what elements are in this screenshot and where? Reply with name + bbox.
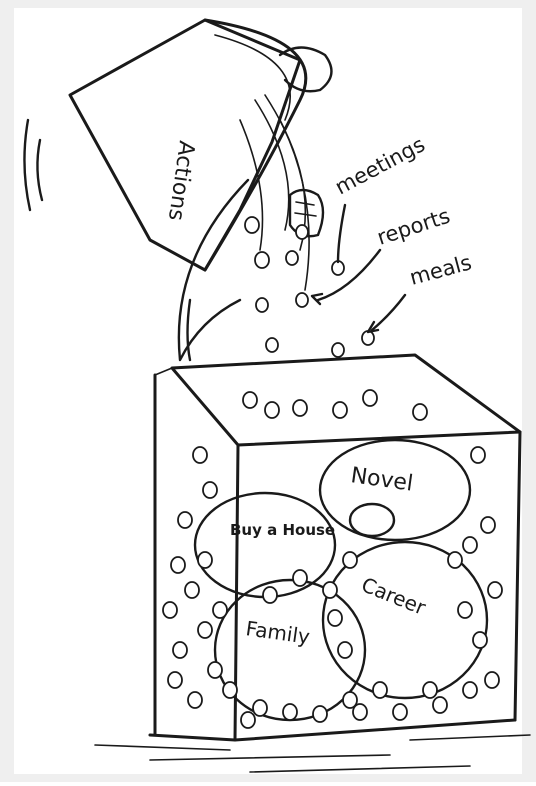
pebble <box>488 582 502 598</box>
pebble <box>448 552 462 568</box>
pebble <box>343 692 357 708</box>
pebble <box>178 512 192 528</box>
pebble <box>471 447 485 463</box>
pebble <box>263 587 277 603</box>
pebble <box>463 537 477 553</box>
pebble <box>243 392 257 408</box>
pebble <box>485 672 499 688</box>
pebble <box>171 557 185 573</box>
pebble <box>198 552 212 568</box>
pebble <box>283 704 297 720</box>
pebble <box>463 682 477 698</box>
pebble <box>223 682 237 698</box>
pebble <box>208 662 222 678</box>
pebble <box>328 610 342 626</box>
pebble <box>293 570 307 586</box>
pebble <box>393 704 407 720</box>
pebble <box>433 697 447 713</box>
pebble <box>241 712 255 728</box>
pebble <box>198 622 212 638</box>
pebble <box>333 402 347 418</box>
pebble <box>163 602 177 618</box>
pebble <box>473 632 487 648</box>
pebble <box>253 700 267 716</box>
pebble <box>413 404 427 420</box>
pebble <box>203 482 217 498</box>
rock-label-buy-house: Buy a House <box>230 521 335 539</box>
pebble <box>338 642 352 658</box>
pebble <box>373 682 387 698</box>
pebble <box>265 402 279 418</box>
pebble <box>173 642 187 658</box>
pebble <box>185 582 199 598</box>
pebble <box>293 400 307 416</box>
pebble <box>423 682 437 698</box>
pebble <box>168 672 182 688</box>
pebble <box>193 447 207 463</box>
pebble <box>481 517 495 533</box>
pebble <box>188 692 202 708</box>
pebble <box>213 602 227 618</box>
pebble <box>363 390 377 406</box>
pebble <box>323 582 337 598</box>
pebble <box>458 602 472 618</box>
pebble <box>343 552 357 568</box>
pebble <box>313 706 327 722</box>
